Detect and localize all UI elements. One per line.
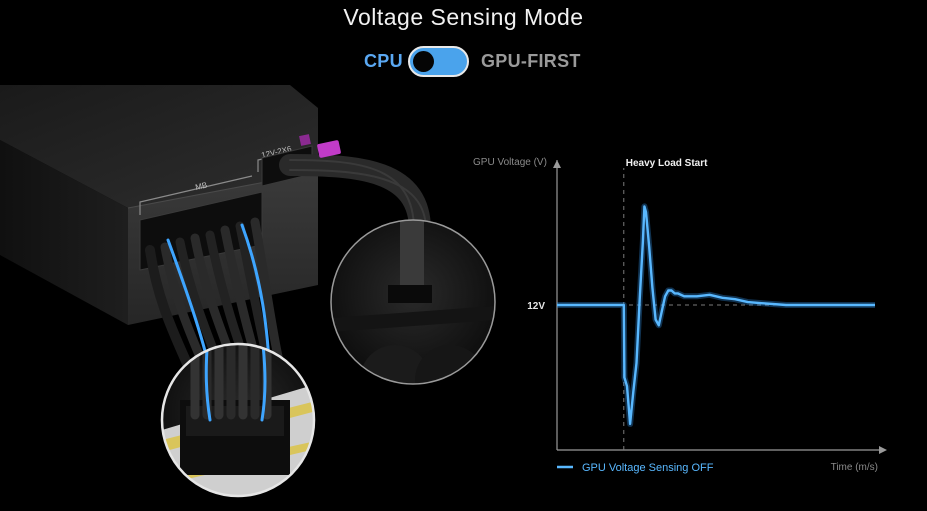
- y-axis-label: GPU Voltage (V): [473, 157, 547, 168]
- mode-gpu-first-label[interactable]: GPU-FIRST: [481, 51, 581, 71]
- switch-knob: [413, 51, 434, 72]
- mode-cpu-label[interactable]: CPU: [364, 51, 403, 71]
- voltage-chart: GPU Voltage (V) Time (m/s) 12V Heavy Load S…: [473, 157, 887, 474]
- y-axis-arrow: [553, 160, 561, 168]
- series-line-gpu-voltage-sensing-off: [557, 205, 875, 426]
- voltage-mode-toggle-row: CPU GPU-FIRST: [0, 45, 927, 79]
- series-line-glow: [557, 203, 875, 427]
- pcie-cable: [279, 134, 431, 241]
- voltage-mode-switch[interactable]: [408, 46, 469, 77]
- psu-cable-illustration: MB 12V-2X6: [0, 85, 496, 498]
- mb-connector-label: MB: [194, 180, 208, 191]
- heavy-load-annotation: Heavy Load Start: [626, 158, 708, 169]
- x-axis-arrow: [879, 446, 887, 454]
- page-title: Voltage Sensing Mode: [343, 4, 584, 30]
- y-tick-label-12v: 12V: [527, 301, 545, 312]
- x-axis-label: Time (m/s): [831, 462, 878, 473]
- legend-label: GPU Voltage Sensing OFF: [582, 462, 714, 474]
